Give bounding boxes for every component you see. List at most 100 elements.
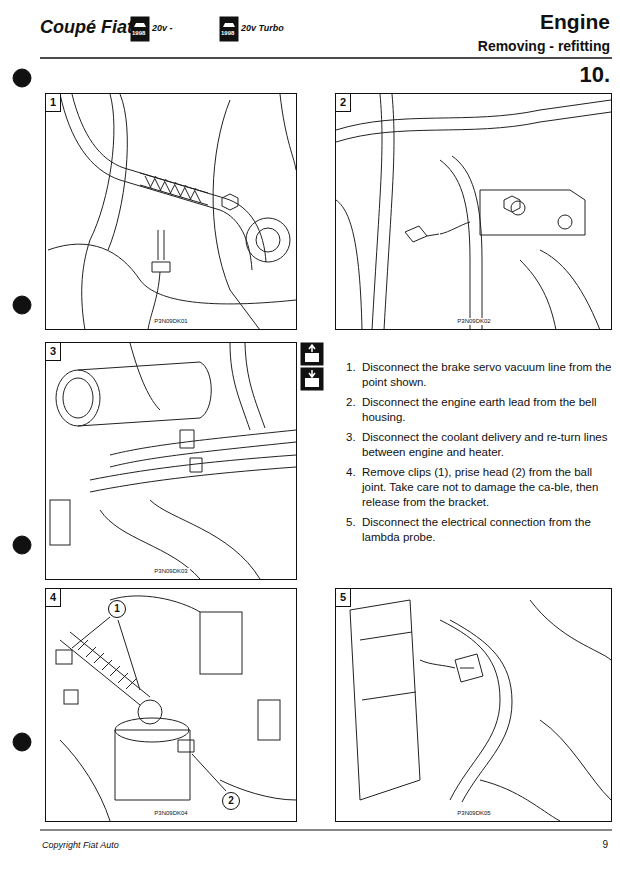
step-text: Disconnect the brake servo vacuum line f… (362, 360, 612, 390)
sensor (148, 230, 170, 329)
contour (60, 740, 296, 821)
housing-edge (360, 632, 416, 700)
reservoir (200, 612, 242, 674)
pipe (336, 112, 611, 142)
wire (420, 660, 455, 668)
heater-hose (110, 430, 296, 467)
car-icon (134, 23, 146, 27)
figure-code: P3N09DK01 (152, 318, 189, 325)
pipe (336, 100, 611, 130)
step-number: 4. (346, 465, 356, 480)
step-text: Remove clips (1), prise head (2) from th… (362, 465, 612, 510)
figure-number: 1 (45, 93, 61, 112)
leader-line (192, 754, 226, 791)
wire (82, 94, 114, 329)
pipe (230, 343, 265, 430)
punch-hole (13, 536, 31, 554)
clip (56, 650, 72, 664)
contour (530, 600, 611, 800)
cable-loop (450, 620, 512, 802)
figure-code: P3N09DK03 (152, 568, 189, 575)
earth-lead-illustration (336, 94, 611, 329)
bracket-hole (558, 215, 572, 229)
figure-panel: 1 (45, 93, 297, 330)
step-text: Disconnect the engine earth lead from th… (362, 395, 612, 425)
section-subtitle: Removing - refitting (478, 38, 610, 54)
arrow-up (309, 345, 315, 352)
model-variant: 20v Turbo (241, 23, 284, 33)
pipe (440, 156, 482, 329)
cable-spring (78, 640, 136, 689)
coolant-lines-illustration (50, 343, 296, 579)
punch-hole (13, 296, 31, 314)
step-text: Disconnect the coolant delivery and re-t… (362, 430, 612, 460)
earth-lead (440, 222, 470, 234)
step-number: 5. (346, 515, 356, 530)
callout-number: 2 (228, 796, 234, 806)
step-text: Disconnect the electrical connection fro… (362, 515, 612, 545)
model-badge (220, 17, 238, 41)
component (258, 700, 280, 740)
contour (336, 200, 362, 329)
lambda-connector (455, 654, 483, 682)
callout-number: 1 (114, 604, 120, 614)
model-badge (131, 17, 149, 41)
vacuum-line-illustration (48, 94, 296, 329)
figure-panel: 4 1 2 (45, 588, 297, 822)
pipe (372, 94, 394, 329)
lambda-probe-illustration (350, 600, 611, 821)
figure-panel: 3 (45, 342, 297, 580)
body-contour (213, 100, 260, 329)
step-number: 2. (346, 395, 356, 410)
heater-hose (90, 455, 296, 492)
cable-loop (440, 620, 500, 800)
copyright: Copyright Fiat Auto (42, 840, 119, 850)
callout-circle: 1 (108, 600, 126, 618)
arrow-down (309, 370, 315, 377)
manual-title: Coupé Fiat (40, 17, 133, 38)
car-icon (223, 23, 235, 27)
engine-icon (305, 378, 319, 387)
body-contour (280, 94, 296, 170)
figure-code: P3N09DK02 (455, 318, 492, 325)
figure-code: P3N09DK05 (455, 810, 492, 817)
model-variant: 20v - (152, 23, 173, 33)
cable-sleeve (60, 632, 150, 705)
step-number: 3. (346, 430, 356, 445)
section-title: Engine (540, 10, 610, 34)
bracket (480, 190, 585, 235)
braided-sleeve (140, 173, 208, 205)
pipe-end (63, 378, 93, 418)
figure-number: 3 (45, 342, 61, 361)
page-furniture (13, 17, 612, 830)
callout-circle: 2 (222, 792, 240, 810)
removal-icon (301, 343, 323, 365)
ball-head (178, 740, 194, 752)
refit-icon (301, 368, 323, 390)
boss (256, 228, 280, 252)
component (50, 500, 70, 545)
wire (108, 94, 127, 250)
pipe-end (56, 370, 100, 426)
housing (350, 600, 420, 800)
pipe (78, 362, 211, 426)
bracket-hole (511, 201, 525, 215)
bolt-head (222, 194, 238, 210)
footer-rule (40, 830, 612, 831)
punch-hole (13, 733, 31, 751)
figure-code: P3N09DK04 (152, 810, 189, 817)
model-year: 1998 (132, 30, 145, 37)
figure-number: 5 (335, 588, 351, 607)
figure-panel: 5 (335, 588, 612, 822)
clip (64, 690, 78, 704)
engine-icon (305, 353, 319, 362)
step-number: 1. (346, 360, 356, 375)
bolt-head (504, 196, 520, 212)
header-rule (40, 57, 612, 59)
page-section-number: 10. (579, 62, 610, 87)
figure-number: 4 (45, 588, 61, 607)
model-year: 1998 (221, 30, 234, 37)
selector-top (115, 718, 189, 742)
housing-contour (520, 250, 600, 329)
